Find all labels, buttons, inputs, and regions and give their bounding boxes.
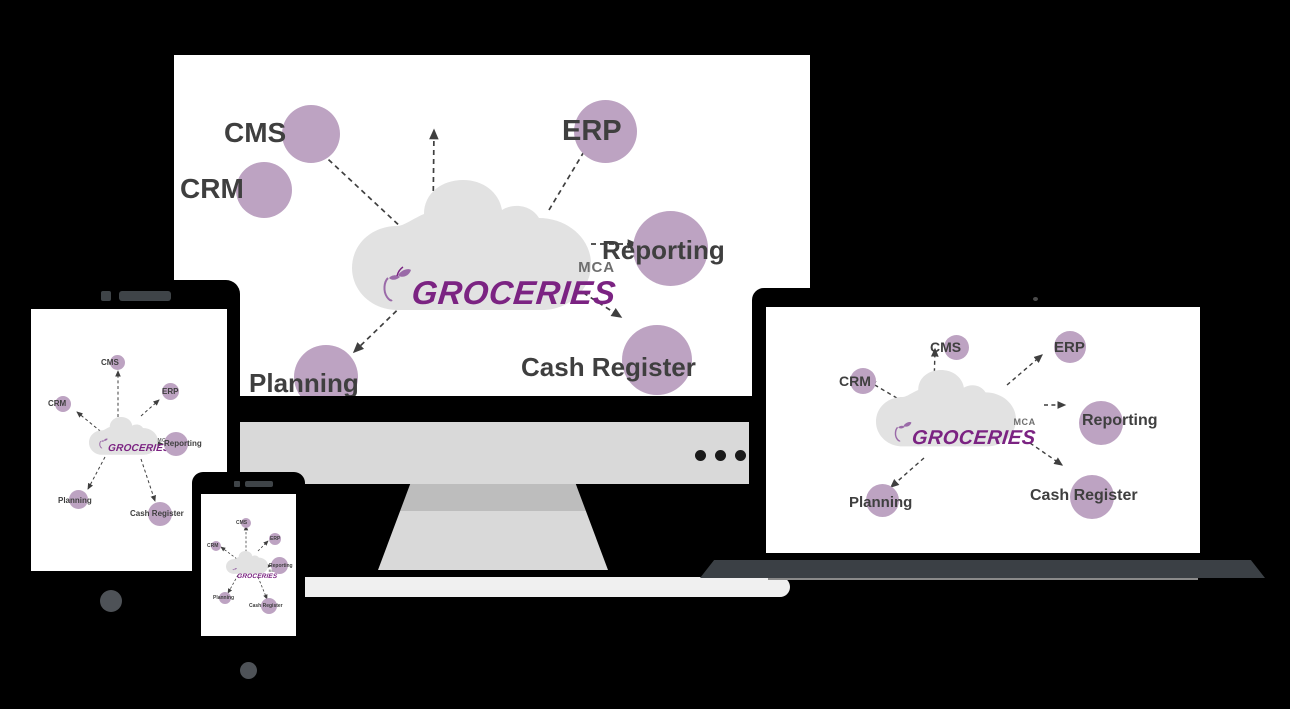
monitor-screen[interactable]: MCA GROCERIES CMS ERP CRM Reporting Plan…: [174, 55, 810, 396]
laptop-base: [700, 560, 1265, 578]
brand-logo: MCA GROCERIES: [99, 436, 170, 454]
brand-wordmark-text: GROCERIES: [236, 572, 278, 580]
laptop-arrows: [766, 307, 1200, 553]
brand-mca-text: MCA: [578, 259, 615, 276]
laptop-camera-icon: [1033, 297, 1038, 301]
node-cms[interactable]: [110, 355, 125, 370]
node-planning[interactable]: [69, 490, 88, 509]
node-label-crm: CRM: [207, 543, 219, 549]
tablet-home-button[interactable]: [100, 590, 122, 612]
monitor-base: [200, 577, 790, 597]
tablet-speaker-icon: [119, 291, 171, 301]
node-planning[interactable]: [219, 592, 231, 604]
monitor-indicator-dot-1: [695, 450, 706, 461]
tablet-camera-icon: [101, 291, 111, 301]
node-label-reporting: Reporting: [1082, 412, 1158, 429]
node-cash-register[interactable]: [1070, 475, 1114, 519]
brand-mca-text: MCA: [158, 439, 170, 444]
node-label-cms: CMS: [224, 117, 287, 148]
node-cms[interactable]: [241, 518, 251, 528]
node-label-erp: ERP: [270, 536, 281, 542]
node-reporting[interactable]: [633, 211, 708, 286]
node-label-planning: Planning: [58, 496, 92, 505]
node-label-crm: CRM: [180, 173, 244, 204]
apple-leaf-icon: [231, 562, 237, 580]
brand-mca-text: MCA: [1013, 417, 1036, 427]
laptop: MCA GROCERIES CMS ERP CRM Reporting Plan…: [700, 288, 1265, 588]
node-crm[interactable]: [236, 162, 292, 218]
brand-logo: MCA GROCERIES: [382, 259, 618, 311]
brand-logo: MCA GROCERIES: [894, 417, 1037, 449]
node-label-crm: CRM: [839, 373, 871, 389]
node-reporting[interactable]: [1079, 401, 1123, 445]
node-cash-register[interactable]: [622, 325, 692, 395]
apple-leaf-icon: [894, 419, 912, 448]
apple-leaf-icon: [99, 436, 108, 454]
node-label-erp: ERP: [162, 387, 179, 396]
phone-speaker-icon: [245, 481, 273, 487]
node-label-reporting: Reporting: [164, 439, 202, 448]
node-label-cash-register: Cash Register: [249, 603, 283, 609]
node-cms[interactable]: [944, 335, 969, 360]
laptop-screen[interactable]: MCA GROCERIES CMS ERP CRM Reporting Plan…: [766, 307, 1200, 553]
node-label-cash-register: Cash Register: [521, 352, 696, 382]
node-cms[interactable]: [282, 105, 340, 163]
cloud-shape: [352, 180, 591, 328]
node-label-cms: CMS: [930, 339, 962, 355]
node-label-cash-register: Cash Register: [130, 509, 184, 518]
phone-camera-icon: [234, 481, 240, 487]
node-planning[interactable]: [294, 345, 358, 396]
node-planning[interactable]: [866, 484, 899, 517]
node-label-reporting: Reporting: [269, 563, 293, 569]
laptop-base-edge: [768, 578, 1198, 580]
cloud-shape: [89, 417, 158, 460]
brand-wordmark-text: GROCERIES: [107, 443, 171, 454]
node-reporting[interactable]: [164, 432, 188, 456]
monitor-indicator-dot-2: [715, 450, 726, 461]
brand-wordmark-text: GROCERIES: [910, 427, 1037, 449]
node-cash-register[interactable]: [261, 598, 277, 614]
monitor-stand: [378, 484, 608, 570]
node-label-cms: CMS: [236, 520, 248, 526]
node-label-planning: Planning: [249, 368, 359, 396]
node-reporting[interactable]: [271, 557, 288, 574]
node-label-cash-register: Cash Register: [1030, 487, 1138, 504]
node-label-reporting: Reporting: [602, 235, 725, 265]
node-erp[interactable]: [162, 383, 179, 400]
apple-leaf-icon: [382, 264, 412, 309]
node-label-erp: ERP: [1054, 339, 1085, 356]
node-label-crm: CRM: [48, 399, 67, 408]
monitor-indicator-dot-3: [735, 450, 746, 461]
phone-screen[interactable]: MCA GROCERIES CMS ERP CRM Reporting Plan…: [201, 494, 296, 636]
smartphone: MCA GROCERIES CMS ERP CRM Reporting Plan…: [192, 472, 305, 662]
node-crm[interactable]: [211, 541, 221, 551]
node-label-planning: Planning: [213, 595, 235, 601]
desktop-monitor: MCA GROCERIES CMS ERP CRM Reporting Plan…: [155, 30, 829, 597]
node-label-cms: CMS: [101, 358, 119, 367]
node-crm[interactable]: [55, 396, 71, 412]
node-erp[interactable]: [574, 100, 637, 163]
cloud-shape: [876, 370, 1016, 457]
brand-wordmark-text: GROCERIES: [410, 274, 618, 311]
monitor-frame: MCA GROCERIES CMS ERP CRM Reporting Plan…: [155, 30, 829, 422]
node-erp[interactable]: [1054, 331, 1086, 363]
node-crm[interactable]: [850, 368, 876, 394]
node-label-erp: ERP: [562, 115, 622, 147]
monitor-chin-bar: [238, 422, 749, 484]
node-erp[interactable]: [269, 533, 281, 545]
node-label-planning: Planning: [849, 494, 913, 511]
node-cash-register[interactable]: [148, 502, 172, 526]
phone-home-button[interactable]: [240, 662, 257, 679]
